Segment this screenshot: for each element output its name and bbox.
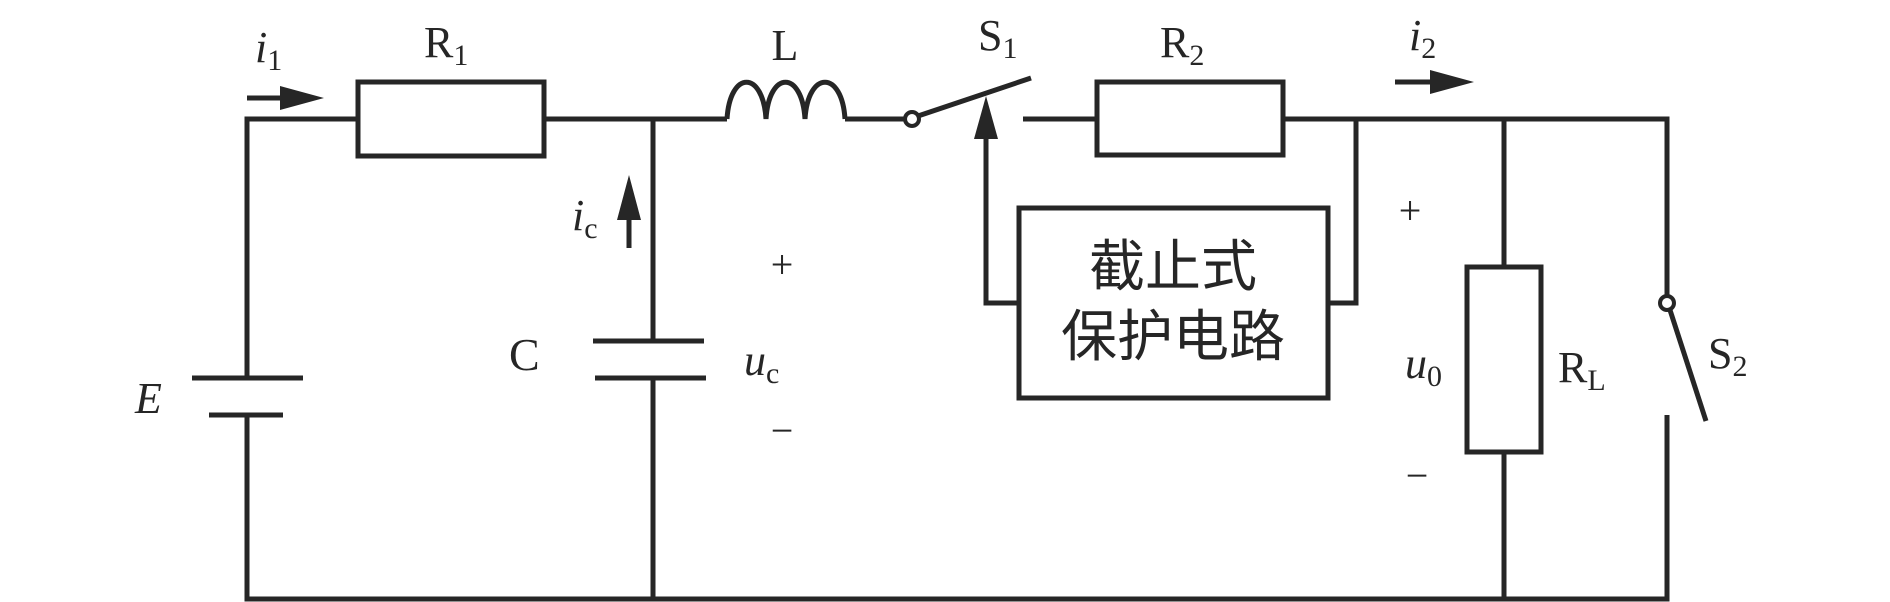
- switch-s1-control-arrow-head: [974, 96, 998, 139]
- switch-s1-pivot: [903, 110, 921, 128]
- inductor: L: [724, 21, 848, 120]
- protection-circuit-box: [1016, 205, 1331, 401]
- current-ic: ic: [572, 175, 641, 248]
- cutoff-protection-circuit: 截止式 保护电路: [1016, 205, 1331, 401]
- voltage-uc-label: uc: [744, 336, 779, 390]
- voltage-u0-label: u0: [1405, 339, 1442, 393]
- current-i1-arrow-head: [280, 86, 324, 110]
- resistor-rl-body: [1464, 264, 1544, 455]
- protection-circuit-line2: 保护电路: [1061, 305, 1285, 370]
- voltage-uc-plus: +: [771, 242, 794, 287]
- switch-s1-label: S1: [978, 11, 1017, 65]
- voltage-uc-minus: −: [771, 408, 794, 453]
- switch-s1-lever: [917, 75, 1032, 119]
- resistor-r2-label: R2: [1160, 18, 1204, 72]
- protection-circuit-line1: 截止式: [1089, 235, 1257, 300]
- current-ic-label: ic: [572, 191, 598, 245]
- current-i2-arrow-head: [1430, 70, 1474, 94]
- wire-node-to-protection: [1328, 119, 1359, 306]
- resistor-r2: R2: [1094, 18, 1286, 158]
- current-i2-label: i2: [1409, 11, 1436, 65]
- current-i1: i1: [247, 23, 324, 110]
- resistor-rl: RL: [1464, 264, 1606, 455]
- wire-left-upper: [244, 116, 358, 378]
- inductor-coil: [724, 79, 848, 120]
- battery-label: E: [134, 374, 162, 423]
- inductor-label: L: [772, 21, 799, 70]
- resistor-r2-body: [1094, 79, 1286, 158]
- current-ic-arrow-head: [617, 175, 641, 220]
- resistor-rl-label: RL: [1558, 343, 1606, 397]
- capacitor-label: C: [509, 329, 540, 380]
- voltage-u0-plus: +: [1399, 188, 1422, 233]
- switch-s2: S2: [1658, 294, 1747, 422]
- battery-source: E: [134, 374, 303, 423]
- voltage-uc: + uc −: [744, 242, 793, 453]
- wires: [244, 116, 1670, 602]
- resistor-r1-label: R1: [424, 18, 468, 72]
- resistor-r1-body: [355, 79, 547, 159]
- switch-s1: S1: [903, 11, 1032, 139]
- voltage-u0: + u0 −: [1399, 188, 1442, 498]
- switch-s2-pivot: [1658, 294, 1676, 312]
- capacitor: C: [509, 329, 706, 381]
- current-i2: i2: [1395, 11, 1474, 94]
- wire-r2-to-right: [1283, 116, 1670, 296]
- resistor-r1: R1: [355, 18, 547, 159]
- current-i1-label: i1: [255, 23, 282, 77]
- voltage-u0-minus: −: [1406, 453, 1429, 498]
- wire-protection-to-s1: [983, 139, 1019, 306]
- switch-s2-label: S2: [1708, 329, 1747, 383]
- switch-s2-lever: [1667, 309, 1709, 422]
